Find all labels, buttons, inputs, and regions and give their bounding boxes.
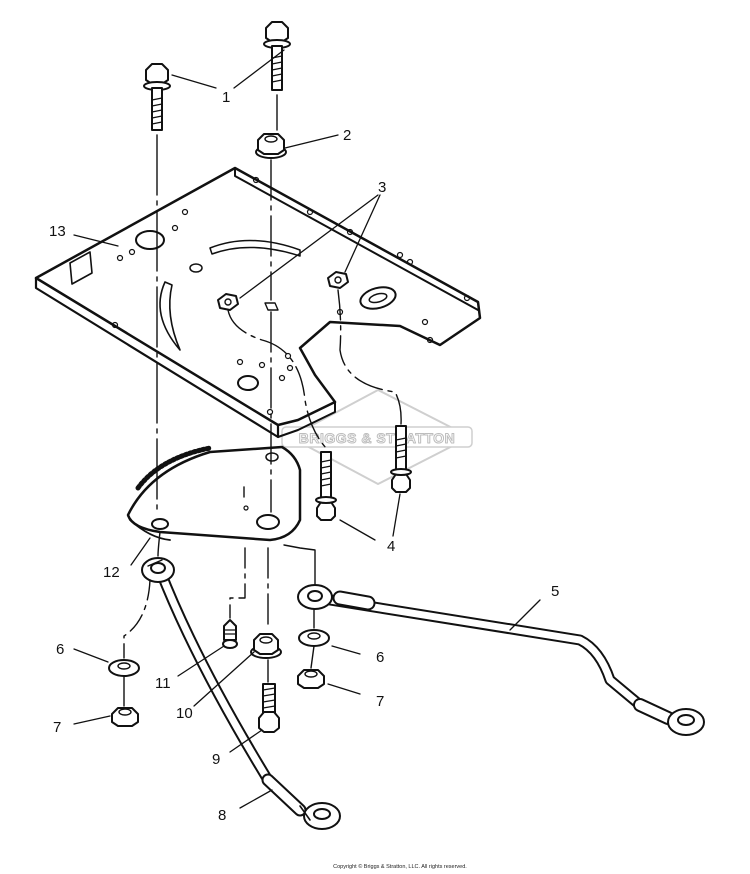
watermark-logo: BRIGGS & STRATTON [281, 389, 473, 485]
callout-10: 10 [176, 705, 193, 722]
leader-lines [73, 49, 541, 809]
bolt-right [263, 21, 291, 91]
nut-left [111, 707, 139, 727]
callout-7-left: 7 [53, 719, 61, 736]
flange-nut-2 [255, 133, 287, 159]
callout-8: 8 [218, 807, 226, 824]
drag-link-rod-5 [297, 584, 705, 736]
callout-11: 11 [155, 675, 171, 692]
mounting-plate [34, 166, 482, 439]
assembly-centerlines [123, 94, 402, 707]
pivot-bolt-center [315, 451, 337, 521]
callout-9: 9 [212, 751, 220, 768]
sector-gear-plate [126, 445, 302, 542]
bolt-left [143, 63, 171, 131]
pivot-bolt-right [390, 425, 412, 493]
callout-4: 4 [387, 538, 395, 555]
flange-nut-10 [250, 633, 282, 659]
copyright-notice: Copyright © Briggs & Stratton, LLC. All … [333, 864, 467, 870]
callout-7-right: 7 [376, 693, 384, 710]
grease-fitting [222, 619, 238, 649]
callout-1: 1 [222, 89, 230, 106]
watermark-text: BRIGGS & STRATTON [299, 430, 456, 446]
callout-12: 12 [103, 564, 120, 581]
callout-2: 2 [343, 127, 351, 144]
plate-nut-right [327, 271, 349, 289]
callout-6-right: 6 [376, 649, 384, 666]
washer-left [108, 659, 140, 677]
bolt-9 [258, 683, 280, 733]
washer-right [298, 629, 330, 647]
callout-labels: 1 2 3 4 5 6 6 7 7 8 9 10 11 12 13 [49, 89, 559, 824]
plate-nut-left [217, 293, 239, 311]
callout-5: 5 [551, 583, 559, 600]
nut-right [297, 669, 325, 689]
callout-6-left: 6 [56, 641, 64, 658]
drag-link-rod-8 [141, 557, 341, 830]
callout-3: 3 [378, 179, 386, 196]
callout-13: 13 [49, 223, 66, 240]
